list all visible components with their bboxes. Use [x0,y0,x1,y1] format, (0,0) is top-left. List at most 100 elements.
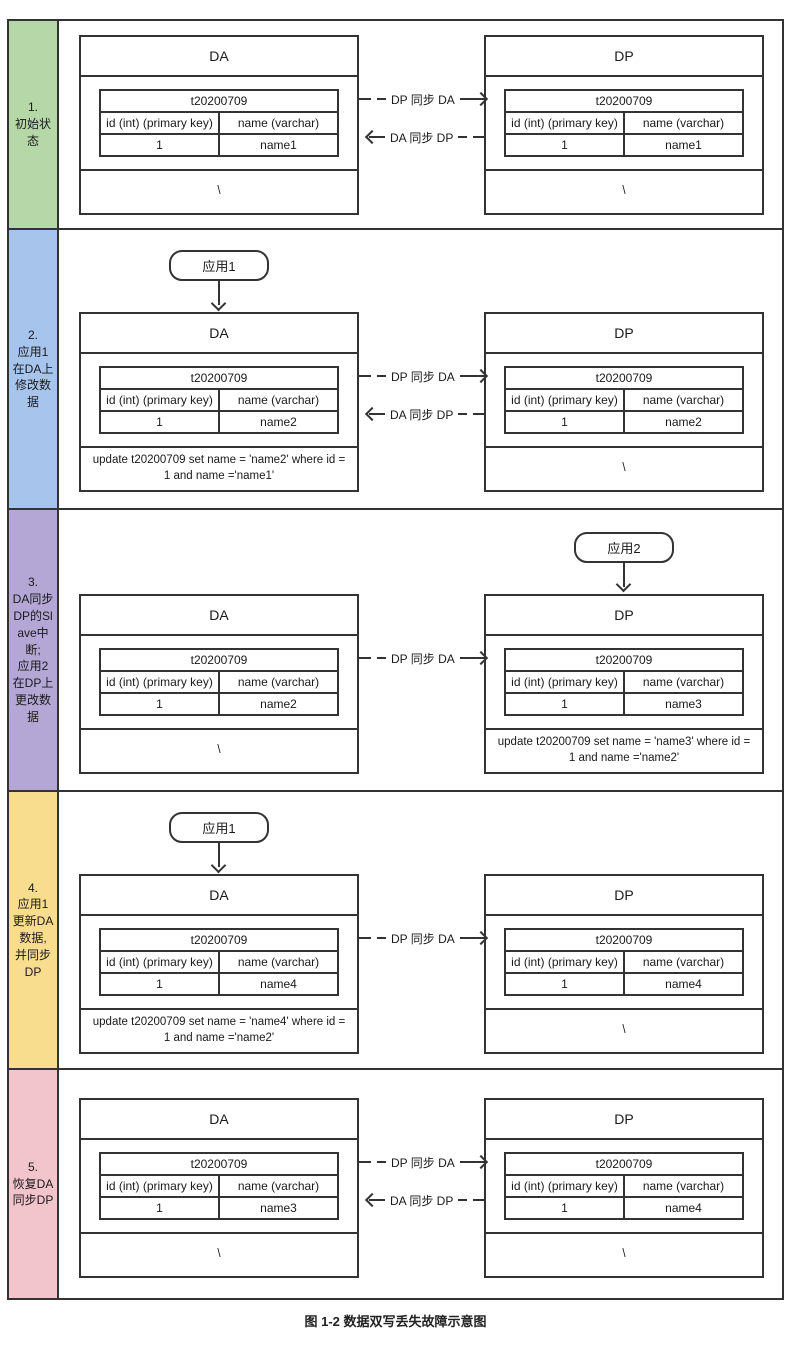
cell-id: 1 [99,133,220,157]
arrow-line [459,1161,484,1163]
db-table: t20200709 id (int) (primary key)name (va… [504,928,744,996]
arrow-line [458,1199,468,1201]
arrow-line [359,375,371,377]
arrow-label: DA 同步 DP [390,1193,454,1208]
node-title: DA [81,876,357,916]
node-body: t20200709 id (int) (primary key)name (va… [81,77,357,169]
da-sync-dp-arrow: DA 同步 DP [364,406,484,422]
db-table: t20200709 id (int) (primary key)name (va… [99,1152,339,1220]
arrowhead-left-icon [364,406,380,422]
scenario-row-1: 1. 初始状 态 DA t20200709 id (int) (primary … [9,21,782,230]
col-header-name: name (varchar) [218,1174,339,1198]
dp-sync-da-arrow: DP 同步 DA [359,930,489,946]
node-title: DP [486,37,762,77]
node-bottom: \ [486,169,762,213]
node-title: DA [81,1100,357,1140]
arrowhead-right-icon [473,91,489,107]
cell-name: name3 [623,692,744,716]
dp-sync-da-arrow: DP 同步 DA [359,1154,489,1170]
update-sql: update t20200709 set name = 'name2' wher… [81,446,357,490]
arrow-line [459,98,484,100]
dp-node: DP t20200709 id (int) (primary key)name … [484,1098,764,1278]
table-name: t20200709 [504,928,744,952]
scenario-row-4: 4. 应用1 更新DA 数据, 并同步 DP 应用1 DA t20200709 … [9,792,782,1070]
node-body: t20200709 id (int) (primary key)name (va… [486,1140,762,1232]
row-3-content: 应用2 DA t20200709 id (int) (primary key)n… [59,510,782,790]
update-sql: update t20200709 set name = 'name4' wher… [81,1008,357,1052]
node-body: t20200709 id (int) (primary key)name (va… [486,636,762,728]
arrowhead-right-icon [473,930,489,946]
dp-node: DP t20200709 id (int) (primary key)name … [484,874,764,1054]
table-name: t20200709 [99,1152,339,1176]
cell-name: name1 [218,133,339,157]
node-bottom: \ [486,446,762,490]
dp-node: DP t20200709 id (int) (primary key)name … [484,35,764,215]
cell-name: name2 [218,692,339,716]
col-header-id: id (int) (primary key) [99,111,220,135]
node-title: DP [486,1100,762,1140]
node-title: DA [81,596,357,636]
col-header-id: id (int) (primary key) [504,1174,625,1198]
col-header-name: name (varchar) [623,388,744,412]
double-write-failure-diagram: 1. 初始状 态 DA t20200709 id (int) (primary … [7,19,784,1300]
arrow-line [473,413,484,415]
scenario-row-3: 3. DA同步 DP的Sl ave中 断; 应用2 在DP上 更改数 据 应用2… [9,510,782,792]
arrow-label: DA 同步 DP [390,407,454,422]
bubble-arrow-line [218,281,220,305]
da-node: DA t20200709 id (int) (primary key)name … [79,874,359,1054]
table-name: t20200709 [504,89,744,113]
arrow-line [458,136,468,138]
row-1-content: DA t20200709 id (int) (primary key)name … [59,21,782,228]
arrowhead-right-icon [473,368,489,384]
cell-id: 1 [99,410,220,434]
db-table: t20200709 id (int) (primary key)name (va… [99,89,339,157]
dp-node: DP t20200709 id (int) (primary key)name … [484,312,764,492]
col-header-name: name (varchar) [623,670,744,694]
scenario-row-2: 2. 应用1 在DA上 修改数 据 应用1 DA t20200709 id (i… [9,230,782,510]
app-bubble: 应用1 [169,812,269,843]
col-header-id: id (int) (primary key) [504,670,625,694]
node-bottom: \ [81,169,357,213]
db-table: t20200709 id (int) (primary key)name (va… [504,648,744,716]
cell-id: 1 [504,972,625,996]
app-bubble-label: 应用1 [202,259,236,274]
col-header-name: name (varchar) [623,111,744,135]
cell-name: name4 [623,1196,744,1220]
row-5-label: 5. 恢复DA 同步DP [9,1070,59,1298]
arrow-line [377,1161,386,1163]
col-header-name: name (varchar) [623,1174,744,1198]
db-table: t20200709 id (int) (primary key)name (va… [99,928,339,996]
col-header-id: id (int) (primary key) [99,388,220,412]
cell-name: name2 [218,410,339,434]
cell-id: 1 [99,692,220,716]
node-body: t20200709 id (int) (primary key)name (va… [81,354,357,446]
arrow-line [369,136,385,138]
app-bubble: 应用1 [169,250,269,281]
db-table: t20200709 id (int) (primary key)name (va… [99,648,339,716]
node-body: t20200709 id (int) (primary key)name (va… [486,77,762,169]
table-name: t20200709 [504,366,744,390]
node-bottom: \ [81,728,357,772]
cell-name: name2 [623,410,744,434]
arrow-line [459,657,484,659]
da-node: DA t20200709 id (int) (primary key)name … [79,35,359,215]
table-name: t20200709 [99,89,339,113]
col-header-id: id (int) (primary key) [99,950,220,974]
arrow-line [473,1199,484,1201]
dp-sync-da-arrow: DP 同步 DA [359,650,489,666]
figure-caption: 图 1-2 数据双写丢失故障示意图 [304,1314,487,1329]
bubble-arrow-line [623,563,625,587]
row-1-label: 1. 初始状 态 [9,21,59,228]
node-body: t20200709 id (int) (primary key)name (va… [486,354,762,446]
arrowhead-down-icon [210,295,227,312]
cell-id: 1 [504,133,625,157]
arrow-line [377,98,386,100]
da-node: DA t20200709 id (int) (primary key)name … [79,312,359,492]
arrow-line [359,657,371,659]
col-header-name: name (varchar) [623,950,744,974]
row-5-content: DA t20200709 id (int) (primary key)name … [59,1070,782,1298]
arrowhead-down-icon [210,857,227,874]
row-3-label: 3. DA同步 DP的Sl ave中 断; 应用2 在DP上 更改数 据 [9,510,59,790]
da-node: DA t20200709 id (int) (primary key)name … [79,594,359,774]
node-body: t20200709 id (int) (primary key)name (va… [81,636,357,728]
